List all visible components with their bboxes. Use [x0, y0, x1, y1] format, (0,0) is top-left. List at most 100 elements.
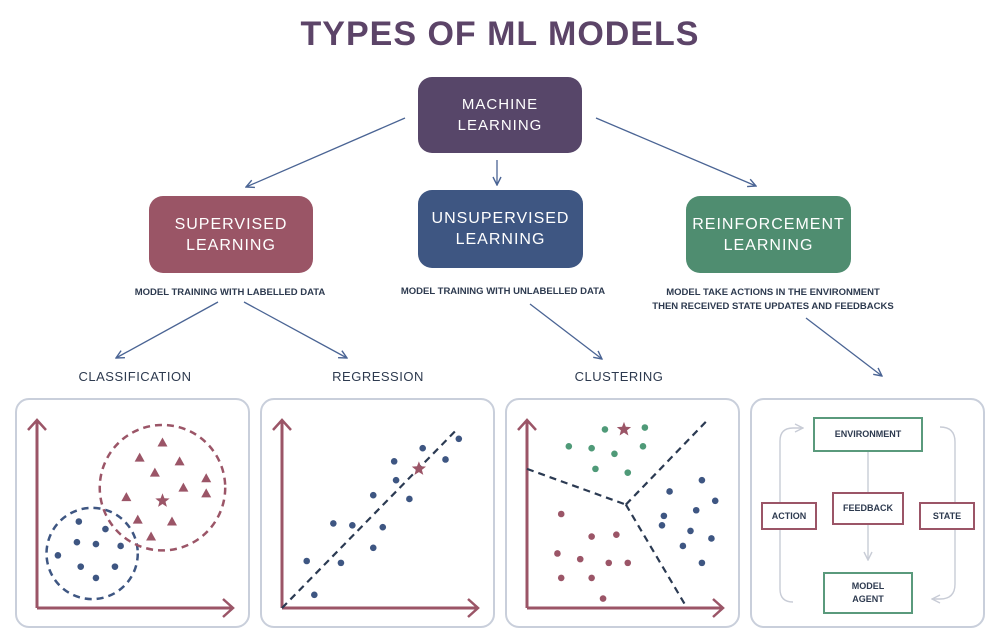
class-b-point: [54, 552, 62, 559]
class-a-point: [201, 473, 212, 483]
regression-line: [281, 428, 458, 609]
y-axis-arrow-icon: [27, 418, 47, 431]
cluster-boundary-left: [526, 467, 627, 506]
cluster-green-point: [592, 465, 599, 473]
cluster-blue-point: [698, 559, 706, 567]
state-label: STATE: [932, 510, 962, 521]
cluster-green-point: [588, 444, 595, 452]
new-sample-star-icon: [616, 421, 632, 436]
task-label-regression: REGRESSION: [332, 369, 424, 384]
clustering-panel: [505, 398, 740, 628]
observations-point: [369, 544, 377, 552]
prediction-star-icon: [411, 461, 426, 475]
node-label-line1: UNSUPERVISED: [431, 210, 570, 227]
cluster-green-point: [624, 469, 632, 476]
node-label-line2: LEARNING: [455, 231, 546, 248]
observations-point: [390, 458, 398, 465]
node-label-line2: LEARNING: [457, 117, 543, 134]
regression-plot: [272, 418, 480, 618]
cluster-blue-point: [666, 488, 673, 495]
cluster-blue-point: [687, 527, 694, 535]
arrow-to-clustering: [529, 303, 602, 359]
clustering-plot: [517, 418, 725, 618]
class-a-boundary: [98, 423, 227, 552]
y-axis-arrow-icon: [272, 418, 292, 431]
description-line: MODEL TAKE ACTIONS IN THE ENVIRONMENT: [666, 287, 880, 298]
cluster-red-point: [557, 510, 565, 518]
observations-point: [379, 523, 387, 531]
class-a-point: [178, 482, 189, 492]
cluster-green-point: [565, 443, 573, 450]
supervised-description: MODEL TRAINING WITH LABELLED DATA: [100, 286, 360, 300]
observations-point: [392, 476, 400, 484]
feedback-box: FEEDBACK: [832, 492, 904, 525]
action-box: ACTION: [761, 502, 817, 530]
observations-point: [349, 521, 356, 529]
class-a-point: [134, 452, 145, 462]
class-b-point: [75, 518, 83, 525]
cluster-red-point: [613, 531, 620, 538]
agent-label-line2: AGENT: [852, 594, 884, 604]
cluster-red-point: [624, 559, 632, 567]
cluster-boundary-bottom: [624, 504, 686, 605]
cluster-red-point: [557, 574, 565, 582]
observations-point: [303, 557, 311, 565]
feedback-label: FEEDBACK: [842, 503, 893, 513]
class-b-boundary: [45, 506, 140, 601]
cluster-blue-point: [658, 521, 666, 529]
cluster-red-point: [554, 550, 561, 557]
class-b-point: [111, 563, 119, 570]
class-a-point: [157, 437, 168, 447]
cluster-green-point: [611, 450, 618, 458]
node-label-line1: REINFORCEMENT: [692, 215, 845, 233]
node-label-line1: SUPERVISED: [174, 215, 288, 233]
new-sample-star-icon: [155, 493, 170, 507]
class-a-point: [201, 488, 212, 498]
arrow-to-reinforcement: [595, 117, 756, 186]
arrow-to-regression: [243, 301, 347, 358]
environment-label: ENVIRONMENT: [834, 429, 902, 439]
y-axis-arrow-icon: [517, 418, 537, 431]
state-box: STATE: [919, 502, 975, 530]
cluster-blue-point: [692, 506, 700, 514]
class-b-point: [92, 540, 100, 548]
task-label-clustering: CLUSTERING: [574, 369, 664, 384]
node-label-line2: LEARNING: [723, 236, 814, 254]
unsupervised-description: MODEL TRAINING WITH UNLABELLED DATA: [373, 285, 633, 299]
cluster-blue-point: [708, 535, 715, 542]
cluster-red-point: [576, 555, 584, 563]
classification-panel: [15, 398, 250, 628]
observations-point: [330, 520, 337, 527]
action-loop-arrow: [779, 428, 803, 603]
reinforcement-learning-node: REINFORCEMENT LEARNING: [686, 196, 851, 273]
task-label-classification: CLASSIFICATION: [78, 369, 192, 384]
description-line: MODEL TRAINING WITH LABELLED DATA: [134, 287, 326, 298]
class-a-point: [174, 456, 185, 466]
cluster-green-point: [639, 443, 647, 450]
cluster-green-point: [641, 424, 649, 431]
class-a-point: [132, 514, 143, 524]
class-a-point: [121, 492, 132, 502]
class-a-point: [146, 531, 157, 541]
arrow-to-rl-diagram: [805, 317, 882, 376]
cluster-boundary-right: [625, 419, 709, 506]
environment-box: ENVIRONMENT: [813, 417, 923, 452]
x-axis-arrow-icon: [467, 598, 480, 618]
cluster-blue-point: [698, 476, 706, 484]
reinforcement-description: MODEL TAKE ACTIONS IN THE ENVIRONMENT TH…: [623, 286, 923, 314]
observations-point: [369, 491, 377, 499]
cluster-blue-point: [679, 542, 687, 550]
action-label: ACTION: [771, 510, 807, 521]
machine-learning-node: MACHINE LEARNING: [418, 77, 582, 153]
x-axis-arrow-icon: [222, 598, 235, 618]
cluster-blue-point: [711, 497, 719, 505]
cluster-red-point: [588, 533, 595, 540]
cluster-red-point: [599, 595, 607, 602]
cluster-red-point: [588, 574, 595, 582]
arrow-to-classification: [116, 301, 219, 358]
class-a-point: [166, 516, 177, 526]
observations-point: [337, 559, 345, 567]
class-b-point: [117, 542, 124, 550]
classification-plot: [27, 418, 235, 618]
observations-point: [455, 435, 463, 443]
